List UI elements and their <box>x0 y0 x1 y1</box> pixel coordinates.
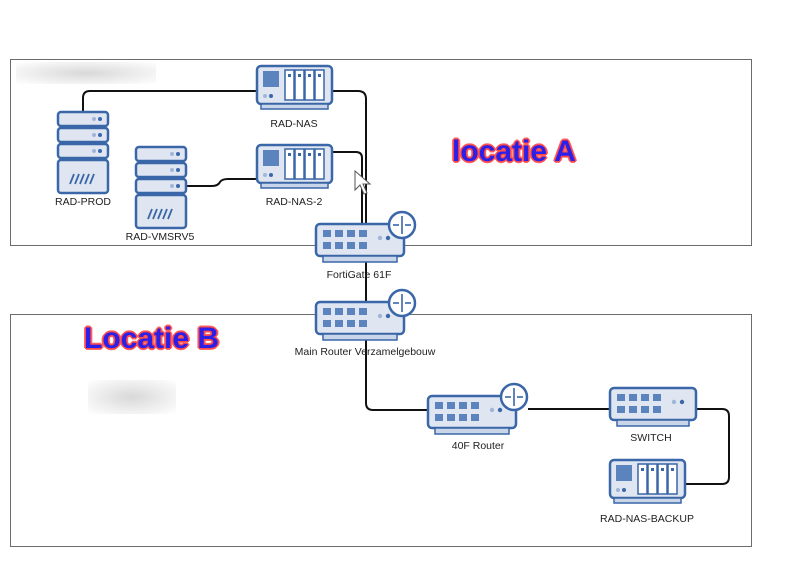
redacted-area-b <box>88 380 176 414</box>
wire-switch-backup <box>686 408 730 485</box>
label-rad-nas: RAD-NAS <box>270 118 318 130</box>
server-device-rad-vmsrv5[interactable] <box>134 145 190 236</box>
label-fortigate: FortiGate 61F <box>326 269 392 281</box>
nas-icon <box>255 64 334 110</box>
router-icon <box>426 382 529 435</box>
location-a-title: locatie A <box>452 135 576 168</box>
label-rad-prod: RAD-PROD <box>54 196 112 208</box>
server-icon <box>56 110 110 195</box>
label-switch: SWITCH <box>630 432 672 444</box>
wire-nas2-fortigate <box>333 151 363 238</box>
router-device-fortigate[interactable] <box>314 210 418 271</box>
server-icon <box>134 145 188 230</box>
nas-device-rad-nas[interactable] <box>255 64 335 119</box>
switch-device[interactable] <box>608 386 700 435</box>
router-icon <box>314 288 417 341</box>
switch-icon <box>608 386 698 427</box>
wire-vmsrv5-nas2 <box>186 178 256 187</box>
router-device-40f[interactable] <box>426 382 530 443</box>
mouse-cursor-icon <box>354 170 372 195</box>
label-rad-nas-2: RAD-NAS-2 <box>265 196 323 208</box>
nas-device-rad-nas-2[interactable] <box>255 143 335 198</box>
label-main-router: Main Router Verzamelgebouw <box>294 346 436 358</box>
label-rad-vmsrv5: RAD-VMSRV5 <box>125 231 195 243</box>
redacted-area-a <box>16 62 156 84</box>
wire-main-40f <box>365 340 428 411</box>
nas-icon <box>608 458 687 504</box>
nas-icon <box>255 143 334 189</box>
wire-nas-fortigate <box>333 90 367 238</box>
nas-device-rad-nas-backup[interactable] <box>608 458 688 513</box>
label-40f-router: 40F Router <box>451 440 505 452</box>
router-icon <box>314 210 417 263</box>
location-b-zone <box>10 314 752 547</box>
server-device-rad-prod[interactable] <box>56 110 112 201</box>
label-rad-nas-backup: RAD-NAS-BACKUP <box>600 513 694 525</box>
location-b-title: Locatie B <box>84 322 220 355</box>
wire-prod-nas <box>82 90 256 112</box>
router-device-main-router[interactable] <box>314 288 418 349</box>
